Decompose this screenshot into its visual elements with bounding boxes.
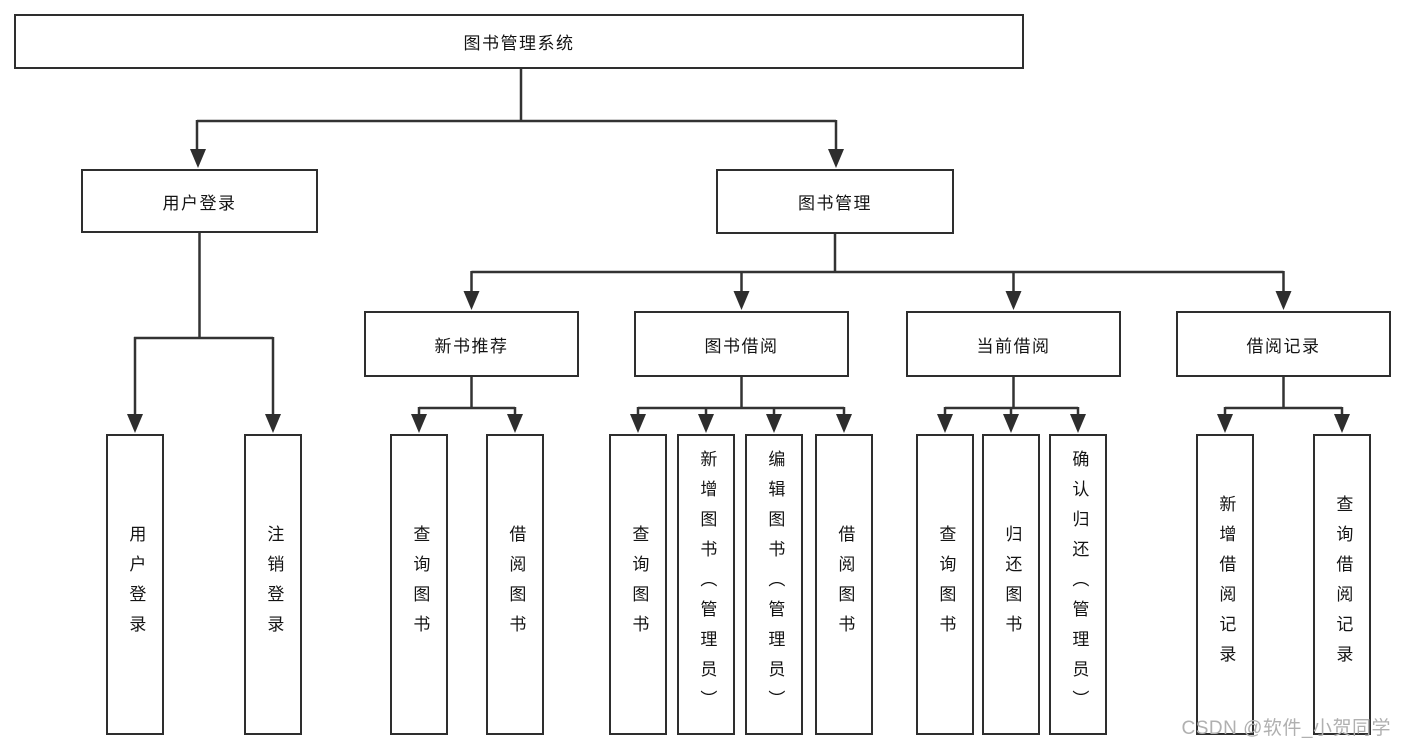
arrow-down-icon xyxy=(836,414,852,433)
leaf-user-login-label: 用户登录 xyxy=(126,524,146,645)
node-user-login-label: 用户登录 xyxy=(162,193,237,213)
leaf-confirm-return-admin-label: 确认归还（管理员） xyxy=(1069,449,1089,720)
node-user-login: 用户登录 xyxy=(81,169,318,233)
connector-root xyxy=(195,69,838,152)
connector-book-borrow xyxy=(636,377,846,417)
arrow-down-icon xyxy=(1334,414,1350,433)
leaf-query-books-1: 查询图书 xyxy=(390,434,448,735)
leaf-logout: 注销登录 xyxy=(244,434,302,735)
leaf-query-borrow-record: 查询借阅记录 xyxy=(1313,434,1371,735)
leaf-add-borrow-record: 新增借阅记录 xyxy=(1196,434,1254,735)
arrow-down-icon xyxy=(733,291,750,310)
connector-user-login xyxy=(133,233,275,417)
leaf-borrow-books-1: 借阅图书 xyxy=(486,434,544,735)
leaf-return-books: 归还图书 xyxy=(982,434,1040,735)
leaf-edit-book-admin: 编辑图书（管理员） xyxy=(745,434,803,735)
leaf-borrow-books-1-label: 借阅图书 xyxy=(506,524,526,645)
node-borrow-records-label: 借阅记录 xyxy=(1246,336,1321,356)
leaf-add-book-admin: 新增图书（管理员） xyxy=(677,434,735,735)
arrow-down-icon xyxy=(127,414,143,433)
arrow-down-icon xyxy=(828,149,844,168)
node-root-label: 图书管理系统 xyxy=(463,34,575,53)
node-book-borrow-label: 图书借阅 xyxy=(704,336,779,356)
arrow-down-icon xyxy=(698,414,714,433)
node-current-borrow-label: 当前借阅 xyxy=(976,336,1051,356)
node-borrow-records: 借阅记录 xyxy=(1176,311,1391,377)
arrow-down-icon xyxy=(1275,291,1292,310)
arrow-down-icon xyxy=(766,414,782,433)
node-book-management-label: 图书管理 xyxy=(798,194,872,213)
node-root: 图书管理系统 xyxy=(14,14,1024,69)
leaf-query-books-2-label: 查询图书 xyxy=(629,524,649,645)
arrow-down-icon xyxy=(1005,291,1022,310)
leaf-query-borrow-record-label: 查询借阅记录 xyxy=(1333,494,1353,675)
arrow-down-icon xyxy=(507,414,523,433)
arrow-down-icon xyxy=(1003,414,1019,433)
arrow-down-icon xyxy=(411,414,427,433)
leaf-query-books-1-label: 查询图书 xyxy=(410,524,430,645)
connector-new-book xyxy=(417,377,517,417)
node-book-management: 图书管理 xyxy=(716,169,954,234)
arrow-down-icon xyxy=(265,414,281,433)
node-new-book-recommend: 新书推荐 xyxy=(364,311,579,377)
leaf-edit-book-admin-label: 编辑图书（管理员） xyxy=(765,449,785,720)
leaf-confirm-return-admin: 确认归还（管理员） xyxy=(1049,434,1107,735)
node-new-book-recommend-label: 新书推荐 xyxy=(434,336,509,356)
arrow-down-icon xyxy=(1070,414,1086,433)
csdn-watermark: CSDN @软件_小贺同学 xyxy=(1181,718,1391,739)
leaf-logout-label: 注销登录 xyxy=(264,524,284,645)
leaf-return-books-label: 归还图书 xyxy=(1002,524,1022,645)
arrow-down-icon xyxy=(463,291,480,310)
arrow-down-icon xyxy=(937,414,953,433)
leaf-query-books-2: 查询图书 xyxy=(609,434,667,735)
arrow-down-icon xyxy=(190,149,206,168)
node-current-borrow: 当前借阅 xyxy=(906,311,1121,377)
node-book-borrow: 图书借阅 xyxy=(634,311,849,377)
connector-book-management xyxy=(470,234,1285,294)
leaf-borrow-books-2-label: 借阅图书 xyxy=(835,524,855,645)
leaf-add-borrow-record-label: 新增借阅记录 xyxy=(1216,494,1236,675)
arrow-down-icon xyxy=(1217,414,1233,433)
connector-current-borrow xyxy=(943,377,1080,417)
arrow-down-icon xyxy=(630,414,646,433)
leaf-query-books-3-label: 查询图书 xyxy=(936,524,956,645)
leaf-add-book-admin-label: 新增图书（管理员） xyxy=(697,449,717,720)
leaf-user-login: 用户登录 xyxy=(106,434,164,735)
leaf-borrow-books-2: 借阅图书 xyxy=(815,434,873,735)
leaf-query-books-3: 查询图书 xyxy=(916,434,974,735)
connector-borrow-record xyxy=(1223,377,1344,417)
